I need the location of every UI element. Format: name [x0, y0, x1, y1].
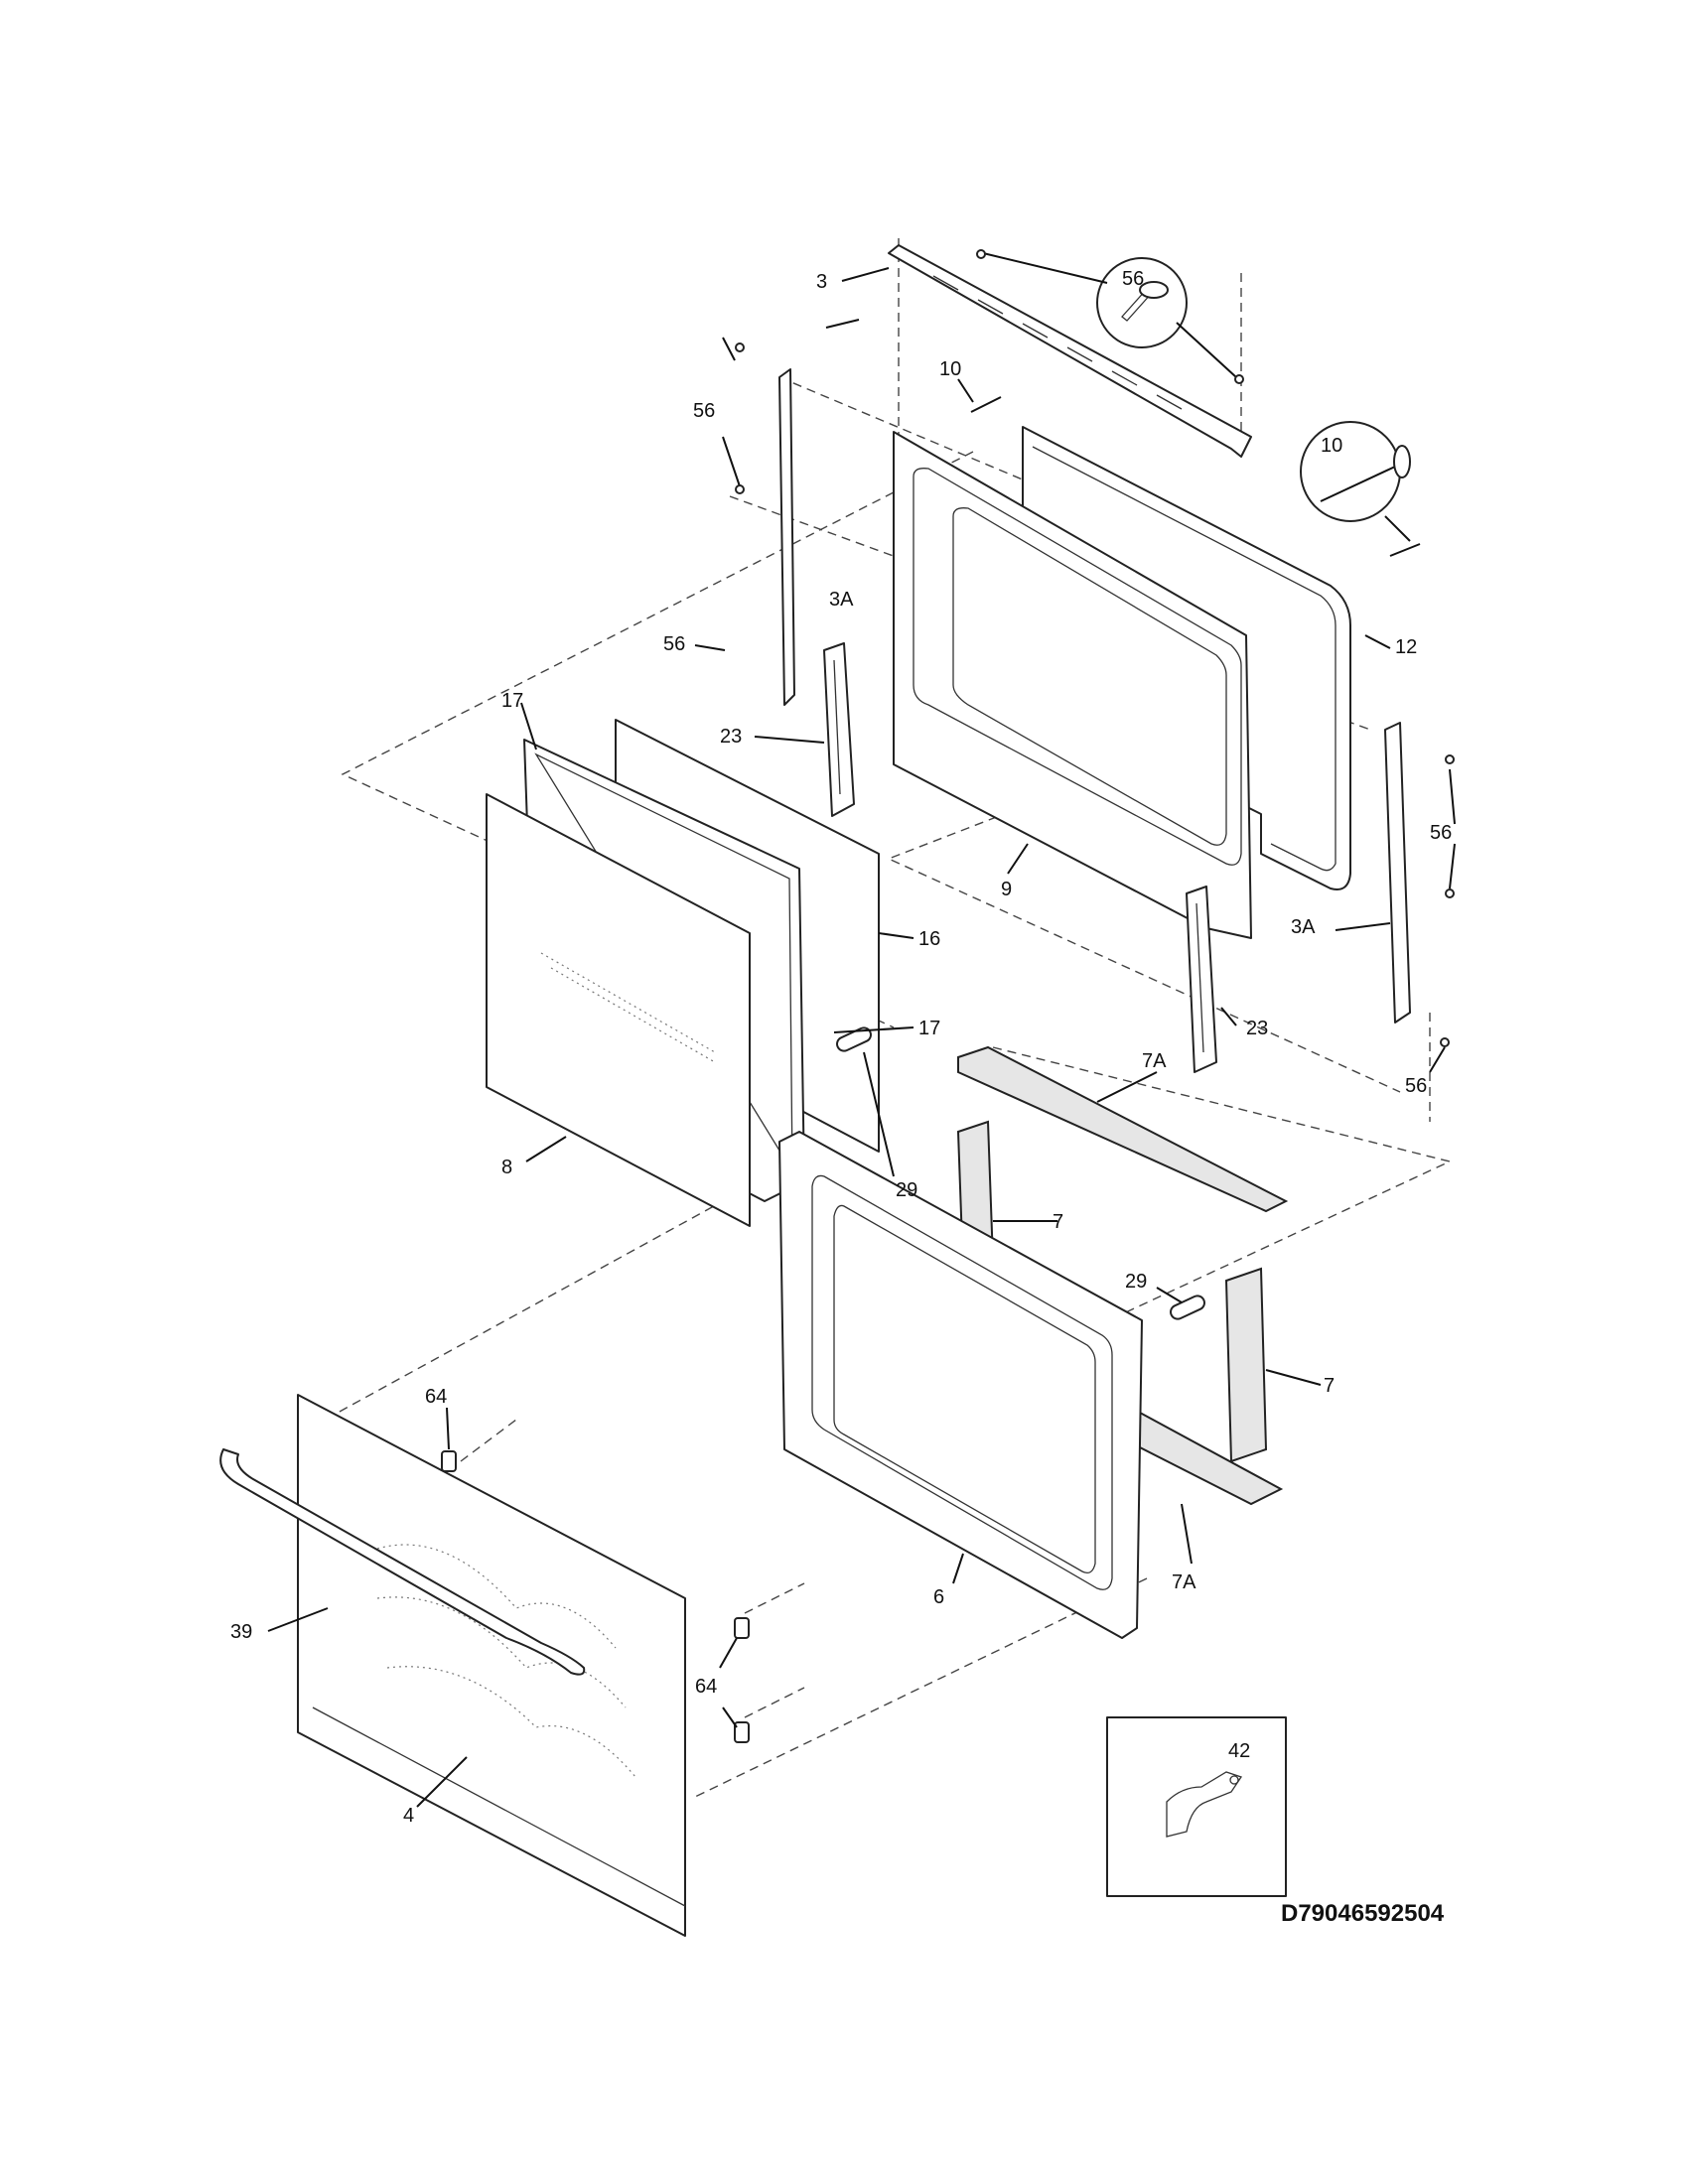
side-trim-3A-right — [1384, 722, 1455, 1047]
clips-64 — [441, 1450, 750, 1743]
leader-lines — [267, 267, 1456, 1808]
label-7A-top: 7A — [1142, 1050, 1167, 1072]
insulation-7A-top — [957, 1045, 1289, 1213]
label-6: 6 — [933, 1586, 944, 1608]
label-16: 16 — [918, 928, 940, 950]
label-3A-right: 3A — [1291, 916, 1316, 938]
label-39: 39 — [230, 1621, 252, 1643]
label-64-top: 64 — [425, 1386, 447, 1408]
pin-29-left — [836, 1026, 872, 1052]
label-56-left-top: 56 — [693, 400, 715, 422]
label-7-right: 7 — [1324, 1375, 1335, 1397]
label-42: 42 — [1228, 1740, 1250, 1762]
insulation-7-right — [1224, 1267, 1268, 1463]
outer-door-panel-4 — [297, 1394, 686, 1937]
inner-door-6 — [778, 1131, 1143, 1639]
bolt-detail-10 — [970, 396, 1421, 557]
label-7A-bottom: 7A — [1172, 1571, 1196, 1593]
label-4: 4 — [403, 1805, 414, 1827]
label-12: 12 — [1395, 636, 1417, 658]
label-17-top: 17 — [501, 690, 523, 712]
side-trim-3A-left — [722, 337, 795, 706]
label-17-mid: 17 — [918, 1018, 940, 1039]
label-9: 9 — [1001, 879, 1012, 900]
hinge-23-right — [1186, 886, 1217, 1073]
label-56-right-bottom: 56 — [1405, 1075, 1427, 1097]
part-labels: 3 56 10 56 10 3A 56 12 17 23 9 56 16 3A … — [230, 268, 1452, 1827]
label-3: 3 — [816, 271, 827, 293]
label-10-top: 10 — [939, 358, 961, 380]
label-56-left-mid: 56 — [663, 633, 685, 655]
label-23-left: 23 — [720, 726, 742, 748]
label-56-right: 56 — [1430, 822, 1452, 844]
screw-detail-56 — [976, 249, 1244, 384]
label-29-right: 29 — [1125, 1271, 1147, 1293]
label-56-detail: 56 — [1122, 268, 1144, 290]
diagram-code: D79046592504 — [1281, 1900, 1445, 1927]
label-64-bottom: 64 — [695, 1676, 717, 1698]
label-10-detail: 10 — [1321, 435, 1342, 457]
pin-29-right — [1170, 1295, 1205, 1320]
label-8: 8 — [501, 1157, 512, 1178]
top-vent-strip — [888, 244, 1252, 458]
hinge-23-left — [823, 642, 855, 817]
label-23-right: 23 — [1246, 1018, 1268, 1039]
door-liner-9 — [893, 431, 1252, 939]
bracket-detail-box-42 — [1106, 1716, 1287, 1897]
label-29-left: 29 — [896, 1179, 917, 1201]
label-7-left: 7 — [1053, 1211, 1063, 1233]
door-glass-8 — [486, 793, 751, 1227]
label-3A-left: 3A — [829, 589, 854, 611]
door-handle-39 — [219, 1448, 586, 1676]
